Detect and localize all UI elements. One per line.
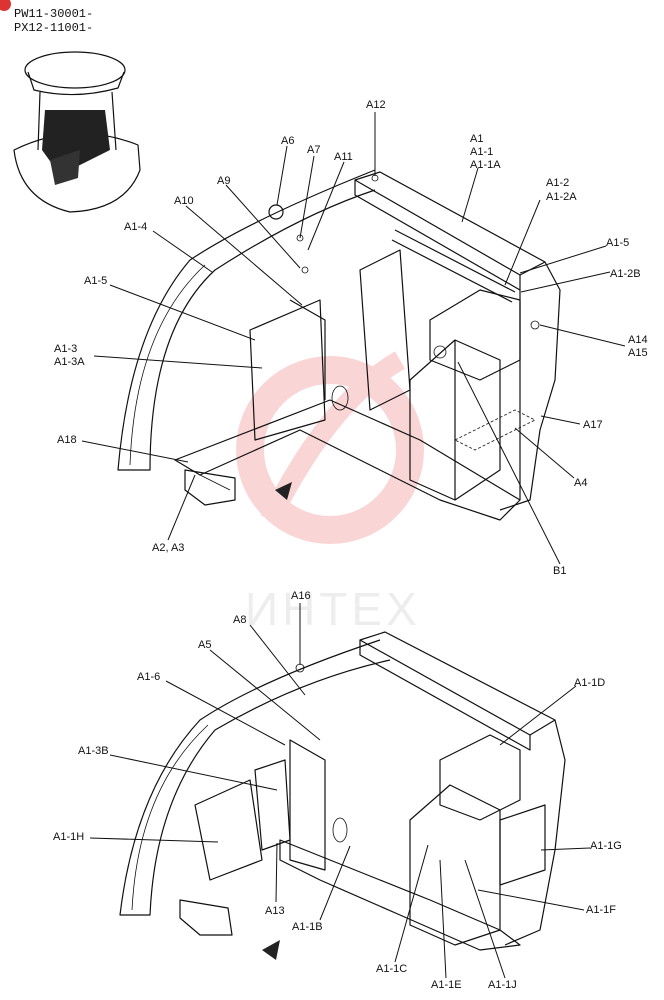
page-marker-icon — [0, 0, 11, 11]
label-a11: A11 — [334, 151, 353, 163]
label-a7: A7 — [307, 144, 320, 156]
label-a1-1d: A1-1D — [574, 677, 605, 689]
label-a6: A6 — [281, 135, 294, 147]
label-a1-2b: A1-2B — [610, 268, 641, 280]
label-a10: A10 — [174, 195, 194, 207]
label-a1-5-right: A1-5 — [606, 237, 629, 249]
label-a1-1h: A1-1H — [53, 831, 84, 843]
upper-part-labels: A12 A1 A1-1 A1-1A A6 A7 A11 A9 A10 A1-4 … — [54, 99, 648, 577]
label-a12: A12 — [366, 99, 386, 111]
label-a1-1j: A1-1J — [488, 979, 517, 991]
label-a1-1f: A1-1F — [586, 904, 616, 916]
label-b1: B1 — [553, 565, 566, 577]
lower-leader-lines — [89, 603, 591, 979]
label-a18: A18 — [57, 434, 77, 446]
label-a2-a3: A2, A3 — [152, 542, 184, 554]
label-a17: A17 — [583, 419, 603, 431]
label-a8: A8 — [233, 614, 246, 626]
label-a1-1c: A1-1C — [376, 963, 407, 975]
label-a1-1: A1-1 — [470, 146, 493, 158]
watermark-text: ИНТЕХ — [245, 583, 421, 635]
lower-frame-drawing — [119, 631, 566, 960]
serial-range-1: PW11-30001- — [14, 7, 93, 21]
label-a1-5-left: A1-5 — [84, 275, 107, 287]
label-a5: A5 — [198, 639, 211, 651]
label-a14: A14 — [628, 334, 648, 346]
label-a13: A13 — [265, 905, 285, 917]
label-a1-1e: A1-1E — [431, 979, 462, 991]
label-a1-3b: A1-3B — [78, 745, 109, 757]
label-a4: A4 — [574, 477, 587, 489]
label-a1-3a: A1-3A — [54, 356, 85, 368]
upper-frame-drawing — [117, 169, 561, 521]
label-a1-1g: A1-1G — [590, 840, 622, 852]
lower-part-labels: A16 A8 A5 A1-6 A1-1D A1-3B A1-1H A1-1G A… — [53, 590, 622, 991]
label-a1-4: A1-4 — [124, 221, 147, 233]
machine-thumbnail — [13, 51, 141, 213]
serial-range-2: PX12-11001- — [14, 21, 93, 35]
upper-leader-lines — [81, 112, 626, 565]
label-a1-1b: A1-1B — [292, 921, 323, 933]
label-a1-1a: A1-1A — [470, 159, 501, 171]
label-a1-2: A1-2 — [546, 177, 569, 189]
label-a1-6: A1-6 — [137, 671, 160, 683]
label-a1: A1 — [470, 133, 483, 145]
label-a9: A9 — [217, 175, 230, 187]
label-a1-2a: A1-2A — [546, 191, 577, 203]
header: PW11-30001- PX12-11001- — [0, 0, 93, 35]
label-a15: A15 — [628, 347, 648, 359]
label-a1-3: A1-3 — [54, 343, 77, 355]
label-a16: A16 — [291, 590, 311, 602]
